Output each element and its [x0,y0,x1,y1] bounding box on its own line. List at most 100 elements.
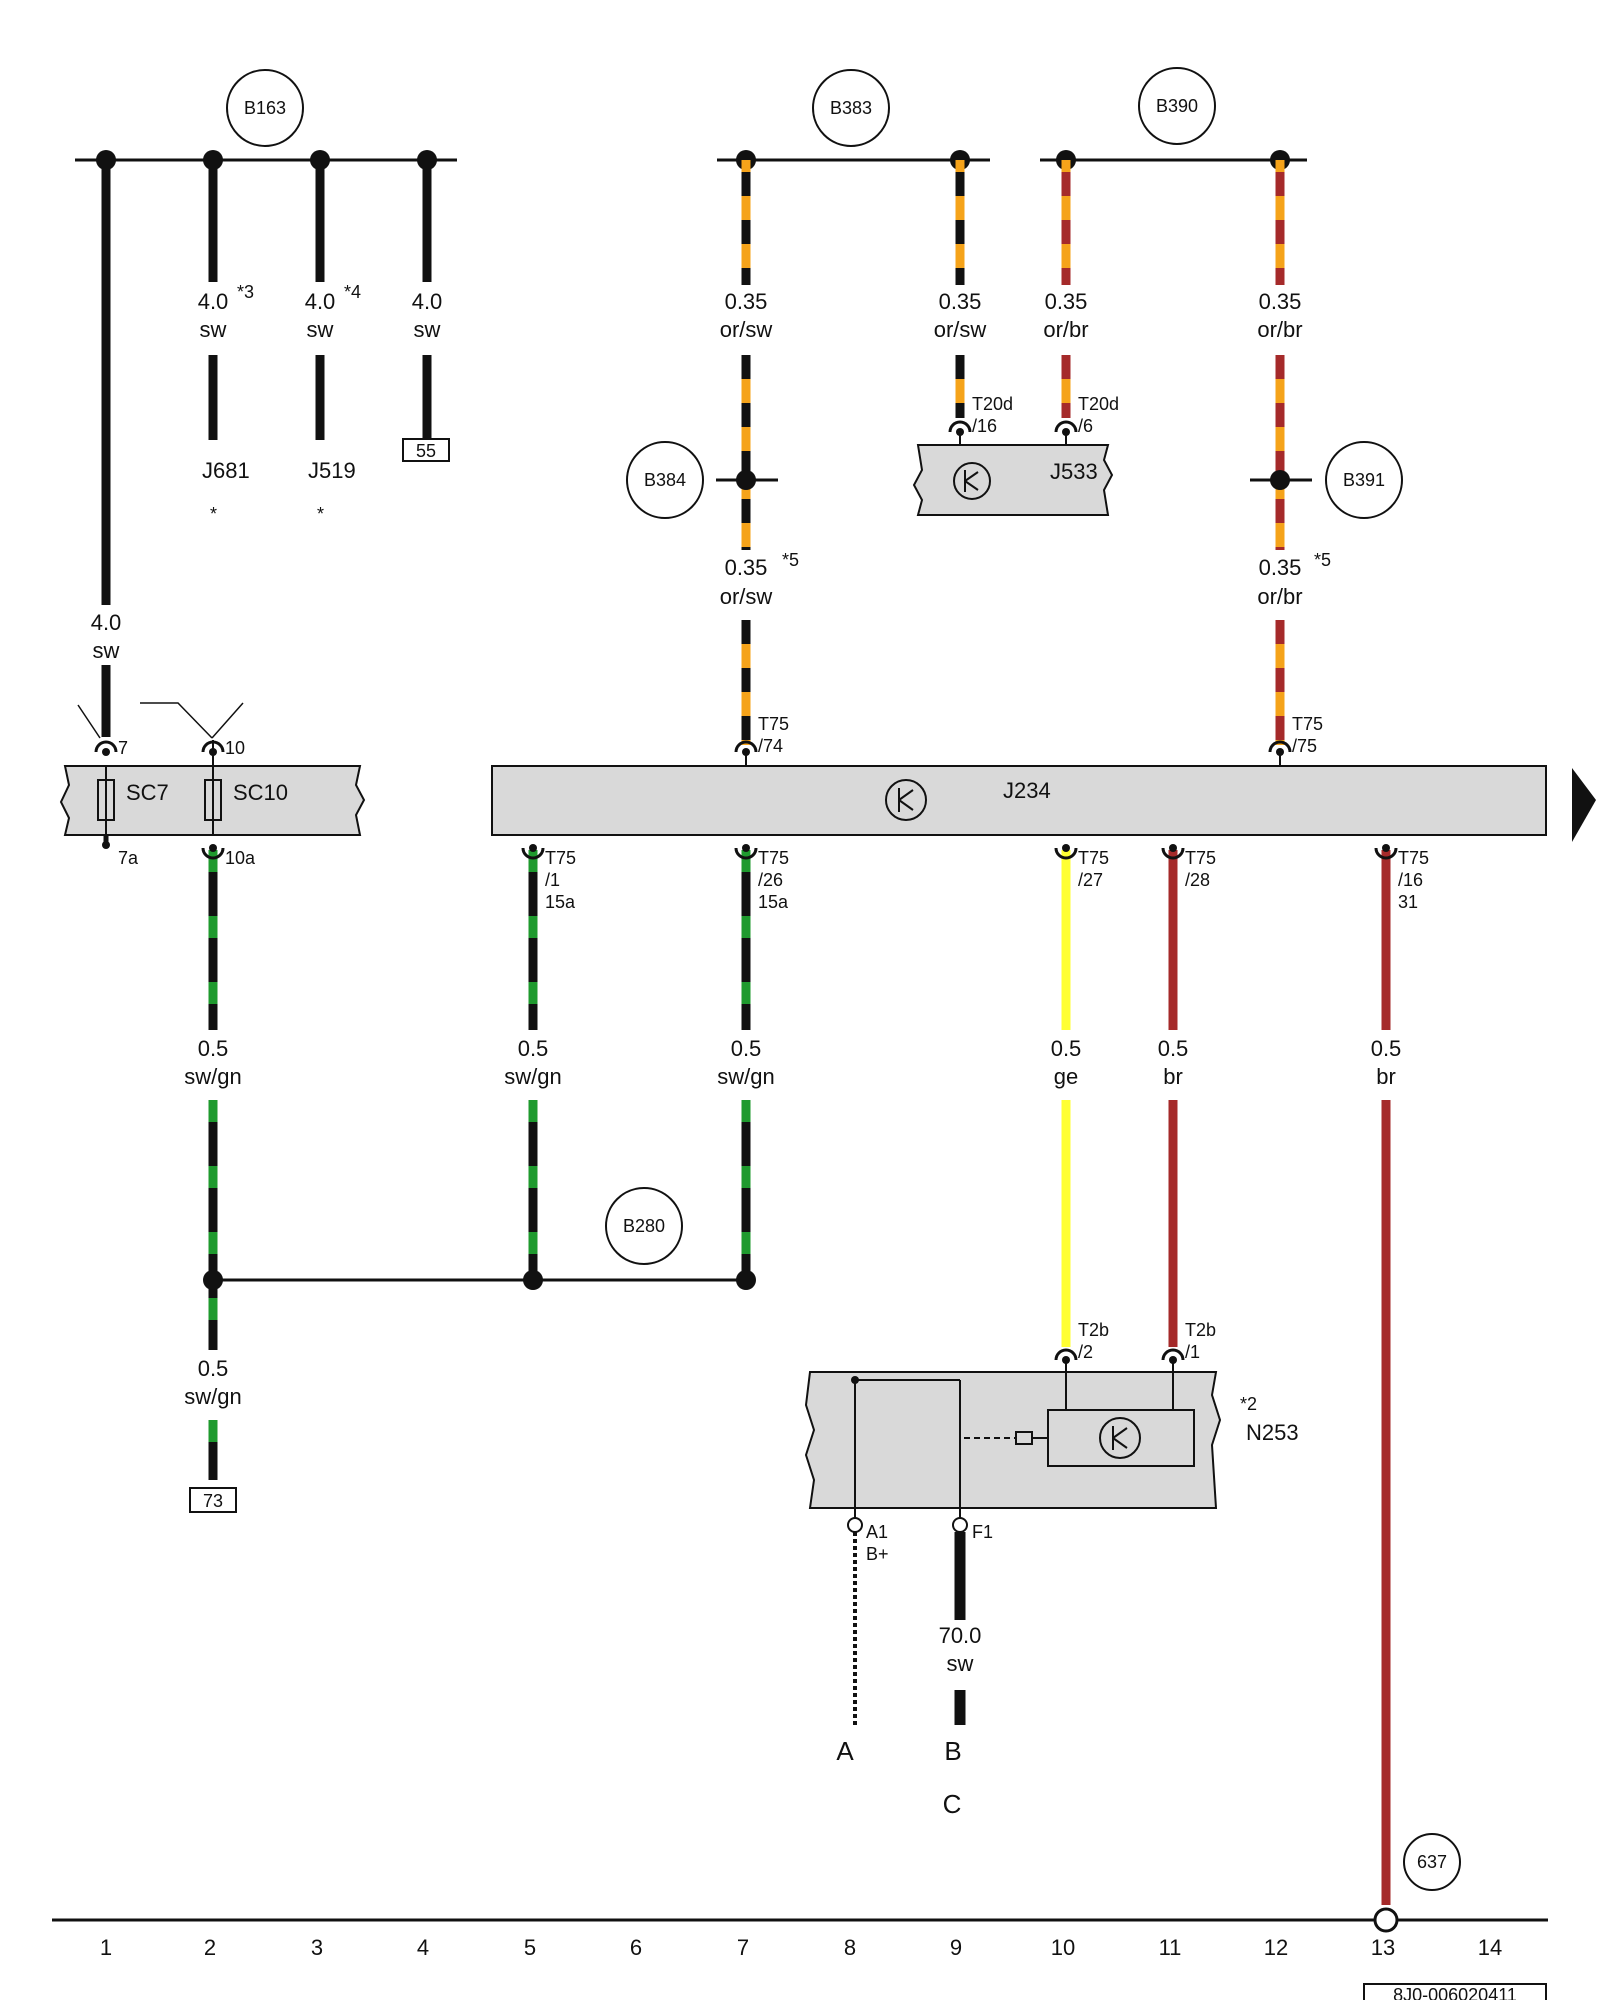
ground-point-label: B390 [1156,96,1198,116]
connector-sub: 31 [1398,892,1418,912]
pin-10: 10 [225,738,245,758]
wire-size: 0.5 [198,1036,229,1061]
connector-label: T20d [972,394,1013,414]
wire-color: sw [200,317,227,342]
grid-number: 12 [1264,1935,1288,1960]
connector-sub: 15a [545,892,576,912]
grid-number: 2 [204,1935,216,1960]
wire-note: *3 [237,282,254,302]
wire-color: sw [307,317,334,342]
wire-color: or/sw [720,584,773,609]
grid-number: 14 [1478,1935,1502,1960]
wire-size: 0.35 [1259,555,1302,580]
splice-b384: B384 [626,441,778,519]
wire-size: 4.0 [198,289,229,314]
connector-pin: /75 [1292,736,1317,756]
ground-point-label: B163 [244,98,286,118]
pin-7: 7 [118,738,128,758]
fuse-sc7: SC7 [126,780,169,805]
ref-55: 55 [416,441,436,461]
junction-b280: B280 [203,1187,756,1290]
wire-color: br [1163,1064,1183,1089]
wire-size: 0.35 [1259,289,1302,314]
wire-size: 0.5 [198,1356,229,1381]
splice-b391: B391 [1250,441,1403,519]
grid-number: 9 [950,1935,962,1960]
terminal-bplus: B+ [866,1544,889,1564]
wire-color: or/br [1257,584,1302,609]
terminal-f1: F1 [972,1522,993,1542]
connector-label: T2b [1185,1320,1216,1340]
fuse-holder-sc: SC7 SC10 7 10 7a 10a [59,702,366,868]
grid-number: 6 [630,1935,642,1960]
connector-label: T20d [1078,394,1119,414]
grid-number: 3 [311,1935,323,1960]
wire-color: sw/gn [504,1064,561,1089]
wire-size: 4.0 [305,289,336,314]
grid-number: 5 [524,1935,536,1960]
grid-number: 7 [737,1935,749,1960]
connector-pin: /26 [758,870,783,890]
wire-size: 0.35 [939,289,982,314]
wire-color: sw/gn [717,1064,774,1089]
note-n253: *2 [1240,1394,1257,1414]
wire-color: sw [93,638,120,663]
wire-size: 70.0 [939,1623,982,1648]
component-j234: J234 [1003,778,1051,803]
connector-pin: /1 [545,870,560,890]
ground-point-label: B280 [623,1216,665,1236]
component-j519: J519 [308,458,356,483]
ground-point-label: B384 [644,470,686,490]
document-code-box: 8J0-006020411 [1363,1983,1547,2000]
pin-7a: 7a [118,848,139,868]
wire-size: 0.5 [731,1036,762,1061]
wire-color: sw [414,317,441,342]
grid-number: 8 [844,1935,856,1960]
connector-sub: 15a [758,892,789,912]
connector-label: T2b [1078,1320,1109,1340]
wire-size: 0.5 [518,1036,549,1061]
wire-color: sw/gn [184,1064,241,1089]
note-star: * [317,504,324,524]
connector-pin: /1 [1185,1342,1200,1362]
component-n253: N253 [1246,1420,1299,1445]
wire-color: sw/gn [184,1384,241,1409]
ground-point-label: B383 [830,98,872,118]
wire-color: or/sw [720,317,773,342]
upper-component-labels: J681 * J519 * 55 [202,438,450,524]
ground-bus-b163: B163 [75,69,457,170]
ground-point-label: B391 [1343,470,1385,490]
wire-size: 0.35 [725,555,768,580]
connector-pin: /74 [758,736,783,756]
connector-label: T75 [1185,848,1216,868]
component-n253-box: N253 *2 T2b /2 T2b /1 A1 B+ F1 [804,1320,1299,1564]
document-code: 8J0-006020411 [1393,1985,1517,2000]
connector-label: T75 [545,848,576,868]
grid-number: 1 [100,1935,112,1960]
connector-label: T75 [1292,714,1323,734]
bottom-ground-rail [52,1907,1548,1933]
continues-right-icon [1572,768,1596,842]
wire-size: 0.5 [1051,1036,1082,1061]
wire-size: 0.35 [725,289,768,314]
ground-bus-b390: B390 [1040,67,1307,170]
wire-color: br [1376,1064,1396,1089]
ref-box-55 [402,438,450,462]
wire-size: 0.35 [1045,289,1088,314]
ground-637: 637 [1403,1833,1461,1891]
continuation-labels: A B C [836,1736,961,1819]
grid-number: 4 [417,1935,429,1960]
wire-color: ge [1054,1064,1078,1089]
component-j234-box: J234 T75 /74 T75 /75 T75 /1 15a T75 /26 … [491,714,1596,912]
grid-number: 13 [1371,1935,1395,1960]
connector-pin: /27 [1078,870,1103,890]
wire-labels: 4.0 *3 sw 4.0 *4 sw 4.0 sw 0.35 or/sw 0.… [91,282,1402,1676]
connector-pin: /6 [1078,416,1093,436]
grid-number: 10 [1051,1935,1075,1960]
component-j533-box: J533 T20d /16 T20d /6 [912,394,1119,516]
wire-size: 4.0 [412,289,443,314]
connector-pin: /28 [1185,870,1210,890]
note-star: * [210,504,217,524]
ground-point-label: 637 [1417,1852,1447,1872]
